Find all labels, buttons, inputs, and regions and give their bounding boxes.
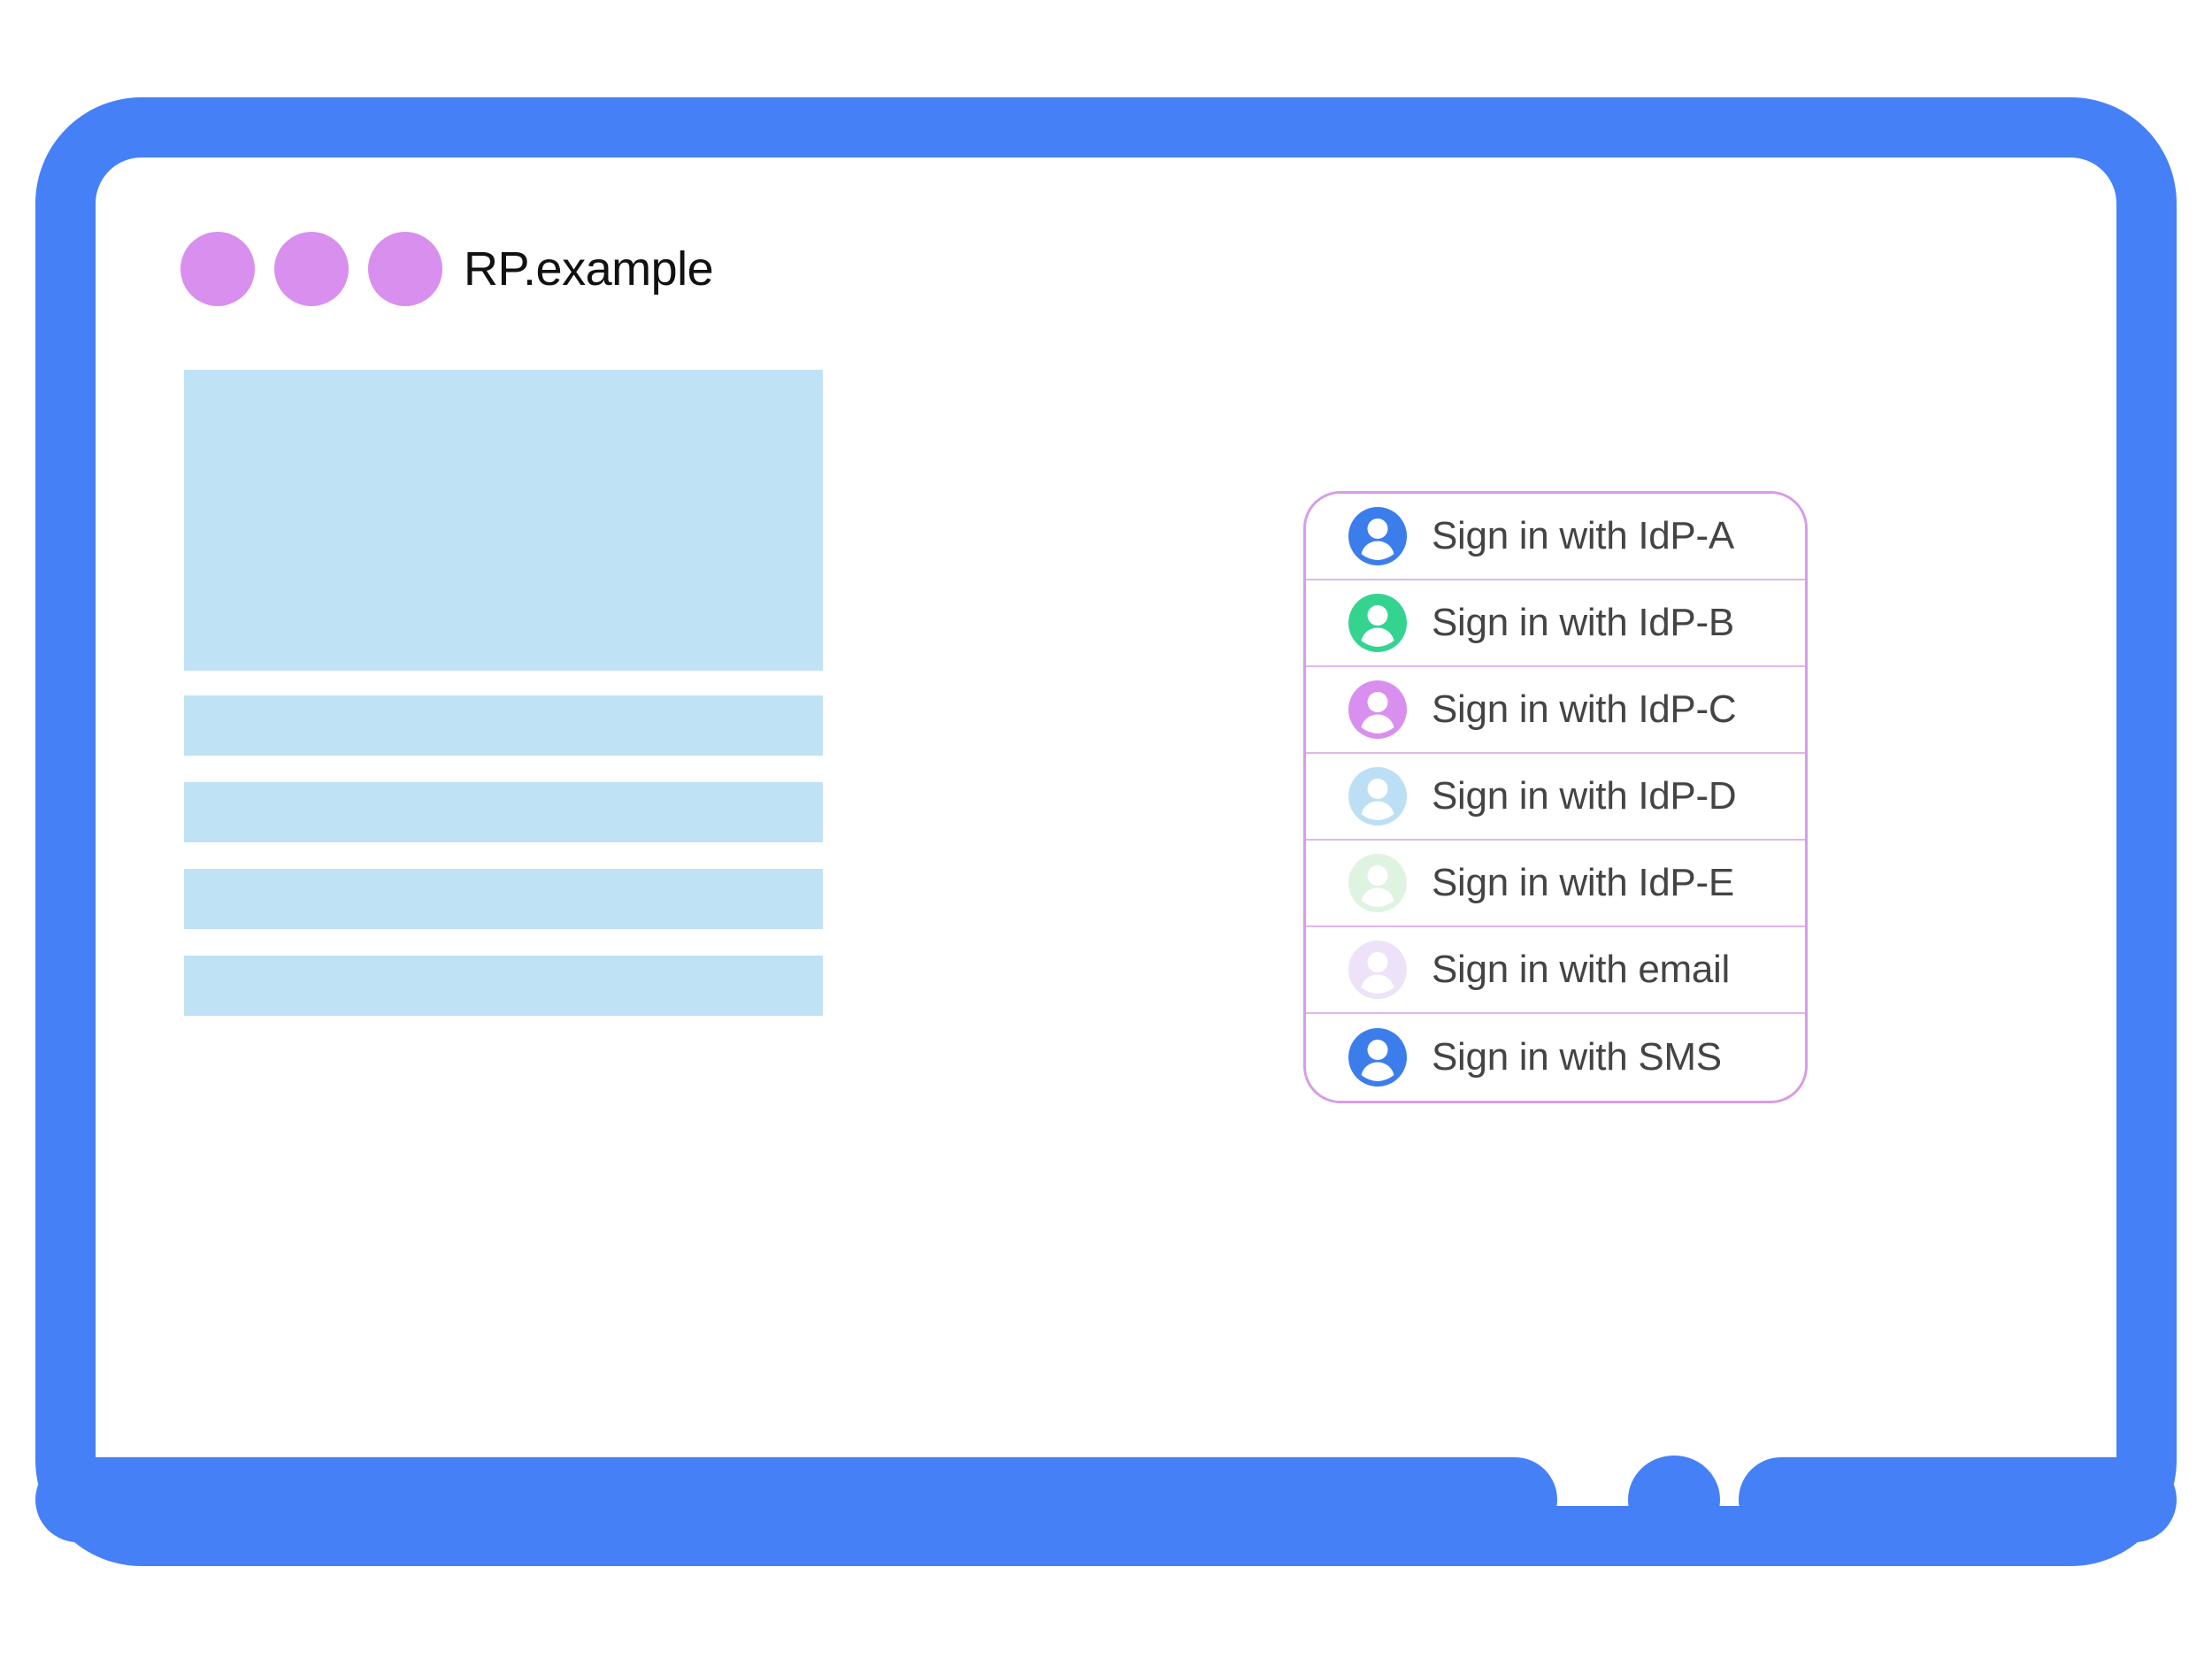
content-hero-placeholder: [184, 370, 823, 671]
account-row-label: Sign in with SMS: [1432, 1035, 1722, 1079]
window-dot-2-icon[interactable]: [274, 232, 349, 306]
account-avatar-icon: [1348, 854, 1407, 912]
account-row-label: Sign in with IdP-B: [1432, 601, 1734, 644]
account-row-label: Sign in with IdP-C: [1432, 687, 1737, 731]
content-line-placeholder: [184, 695, 823, 756]
account-avatar-icon: [1348, 941, 1407, 999]
content-line-placeholder: [184, 869, 823, 929]
device-bezel-right: [1739, 1457, 2177, 1542]
account-avatar-icon: [1348, 767, 1407, 826]
window-dot-1-icon[interactable]: [180, 232, 255, 306]
account-row[interactable]: Sign in with IdP-A: [1306, 494, 1805, 580]
account-avatar-icon: [1348, 594, 1407, 652]
account-row-label: Sign in with IdP-D: [1432, 774, 1737, 818]
account-row[interactable]: Sign in with SMS: [1306, 1014, 1805, 1101]
home-button[interactable]: [1628, 1455, 1720, 1544]
content-line-placeholder: [184, 956, 823, 1016]
account-row-label: Sign in with email: [1432, 948, 1730, 991]
browser-titlebar: RP.example: [96, 157, 2116, 334]
window-dot-3-icon[interactable]: [368, 232, 442, 306]
account-row[interactable]: Sign in with IdP-D: [1306, 754, 1805, 841]
account-row[interactable]: Sign in with IdP-C: [1306, 667, 1805, 754]
account-row[interactable]: Sign in with IdP-B: [1306, 580, 1805, 667]
account-row-label: Sign in with IdP-E: [1432, 861, 1734, 904]
content-line-placeholder: [184, 782, 823, 842]
account-row[interactable]: Sign in with email: [1306, 927, 1805, 1014]
page-title: RP.example: [464, 242, 714, 296]
account-avatar-icon: [1348, 507, 1407, 565]
account-row-label: Sign in with IdP-A: [1432, 514, 1734, 557]
account-avatar-icon: [1348, 680, 1407, 739]
account-chooser-panel: Sign in with IdP-A Sign in with IdP-B Sign…: [1303, 491, 1808, 1103]
page-content-area: [184, 370, 823, 1042]
device-bezel-left: [35, 1457, 1557, 1542]
account-row[interactable]: Sign in with IdP-E: [1306, 841, 1805, 927]
account-avatar-icon: [1348, 1028, 1407, 1087]
